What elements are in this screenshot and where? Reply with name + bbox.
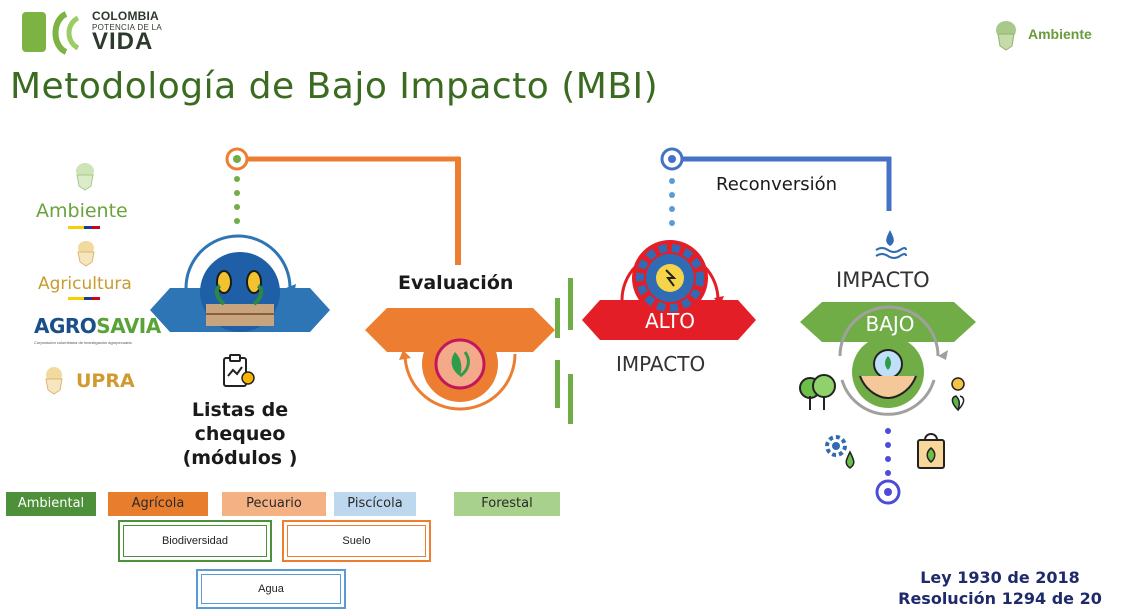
logo-agrosavia-a: AGRO [34, 314, 97, 338]
colombia-brand-logo-icon [22, 11, 80, 55]
coat-of-arms-icon [996, 21, 1016, 51]
page-title: Metodología de Bajo Impacto (MBI) [10, 66, 659, 107]
bajo-label: BAJO [865, 312, 915, 336]
high-impact-gear-icon [582, 240, 756, 340]
agua-label: Agua [201, 574, 341, 604]
logo-agrosavia-b: SAVIA [96, 314, 161, 338]
brand-line-2: POTENCIA DE LA [92, 23, 162, 32]
logo-agricultura: Agricultura [38, 274, 132, 294]
evaluation-label: Evaluación [398, 272, 514, 294]
module-3: Pecuario [222, 492, 326, 516]
coat-of-arms-icon [77, 241, 95, 267]
gear-water-icon [825, 435, 855, 469]
coat-of-arms-icon [76, 163, 94, 191]
trees-icon [799, 374, 836, 410]
crop-planning-icon [150, 234, 330, 332]
reconversion-label: Reconversión [716, 174, 838, 195]
sun-plant-icon [951, 377, 965, 412]
logo-agrosavia: AGROSAVIA [34, 314, 161, 338]
module-2: Agrícola [108, 492, 208, 516]
law-reference: Ley 1930 de 2018 [920, 568, 1080, 587]
divider-bar [555, 298, 560, 338]
suelo-label: Suelo [287, 525, 426, 557]
agua-box: Agua [196, 569, 346, 609]
flag-stripe [68, 297, 100, 300]
brand-line-1: COLOMBIA [92, 9, 159, 23]
blue-connector [660, 147, 892, 226]
module-1: Ambiental [6, 492, 96, 516]
divider-bar [555, 360, 560, 408]
alto-label: ALTO [644, 309, 696, 333]
biodiversidad-label: Biodiversidad [123, 525, 267, 557]
eco-bag-icon [917, 433, 945, 469]
low-impact-care-icon [800, 302, 976, 416]
brand-line-3: VIDA [92, 28, 154, 55]
resolution-reference: Resolución 1294 de 20 [898, 589, 1102, 608]
logo-agrosavia-subtitle: Corporación colombiana de investigación … [34, 340, 132, 345]
logo-upra: UPRA [76, 370, 135, 392]
coat-of-arms-icon [45, 367, 63, 395]
flag-stripe [68, 226, 100, 229]
module-5: Forestal [454, 492, 560, 516]
biodiversidad-box: Biodiversidad [118, 520, 272, 562]
suelo-box: Suelo [282, 520, 431, 562]
divider-bar [568, 374, 573, 424]
logo-ambiente: Ambiente [36, 200, 128, 222]
blue-connector-bottom [875, 428, 901, 505]
module-4: Piscícola [334, 492, 416, 516]
checklists-label: Listas de chequeo (módulos ) [182, 399, 298, 469]
impacto-over-bajo: IMPACTO [836, 268, 930, 292]
checklist-icon [223, 354, 255, 387]
water-icon [875, 230, 907, 259]
orange-connector [225, 147, 461, 265]
divider-bar [568, 278, 573, 330]
ministry-ambiente-header: Ambiente [1028, 26, 1092, 42]
evaluation-cycle-icon [365, 308, 555, 411]
impacto-under-alto: IMPACTO [616, 352, 706, 376]
